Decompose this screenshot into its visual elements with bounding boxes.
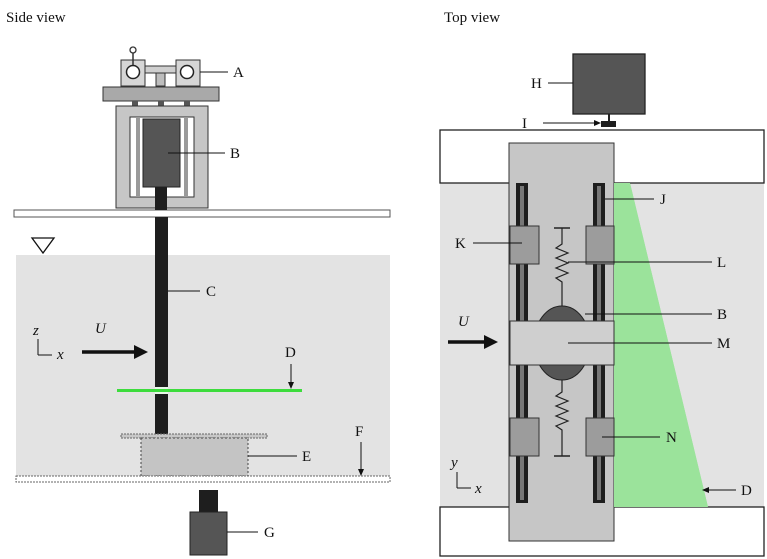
top-label-D: D — [741, 483, 752, 499]
side-rod-connector — [155, 187, 167, 210]
connector-I — [601, 121, 616, 127]
carriage-base-plate — [102, 86, 220, 102]
leader-D-side-head — [288, 382, 294, 389]
side-label-E: E — [302, 449, 311, 465]
top-label-H: H — [531, 76, 542, 92]
side-label-G: G — [264, 525, 275, 541]
block-N-left — [509, 417, 540, 457]
top-label-U: U — [458, 314, 470, 330]
carriage-bar — [144, 65, 177, 74]
endplate-E — [120, 433, 268, 439]
side-label-F: F — [355, 424, 363, 440]
side-axis-x-label: x — [56, 347, 64, 363]
cylinder-rod-C — [155, 217, 168, 435]
top-label-B: B — [717, 307, 727, 323]
side-label-U: U — [95, 321, 107, 337]
spring-upper — [554, 228, 570, 306]
top-axis-x-label: x — [474, 481, 482, 497]
leader-D-top-head — [702, 487, 709, 493]
side-laser-sheet — [117, 389, 302, 392]
top-label-N: N — [666, 430, 677, 446]
camera-G-lens — [199, 490, 218, 512]
leader-I-head — [594, 120, 601, 126]
side-label-D: D — [285, 345, 296, 361]
pin-head — [129, 46, 137, 54]
top-label-I: I — [522, 116, 527, 132]
top-axis-y-label: y — [449, 455, 458, 471]
side-view-title: Side view — [6, 10, 66, 26]
side-frame-rail-left — [136, 117, 140, 197]
side-top-platform — [13, 209, 391, 218]
block-K — [509, 225, 540, 265]
block-K-right — [585, 225, 615, 265]
wheel-left — [125, 64, 141, 80]
top-label-K: K — [455, 236, 466, 252]
top-label-M: M — [717, 336, 730, 352]
camera-G-body — [189, 511, 228, 556]
top-flow-arrow-head — [484, 335, 498, 349]
top-label-L: L — [717, 255, 726, 271]
leader-F-head — [358, 469, 364, 476]
tank-bottom-F — [15, 475, 391, 483]
side-frame-rail-right — [184, 117, 188, 197]
monitor-H — [572, 53, 646, 115]
carriage-support-mid — [158, 101, 164, 107]
side-label-B: B — [230, 146, 240, 162]
box-E — [140, 437, 249, 477]
top-label-J: J — [660, 192, 666, 208]
side-label-C: C — [206, 284, 216, 300]
laser-over-plate — [614, 183, 708, 507]
carriage-center-post — [155, 72, 166, 87]
top-view-title: Top view — [444, 10, 500, 26]
side-flow-arrow-head — [134, 345, 148, 359]
wheel-right — [179, 64, 195, 80]
carriage-support-right — [184, 101, 190, 107]
carriage-support-left — [132, 101, 138, 107]
side-axis-z-label: z — [32, 323, 39, 339]
water-surface-symbol — [30, 237, 56, 255]
spring-lower — [554, 380, 570, 456]
side-label-A: A — [233, 65, 244, 81]
